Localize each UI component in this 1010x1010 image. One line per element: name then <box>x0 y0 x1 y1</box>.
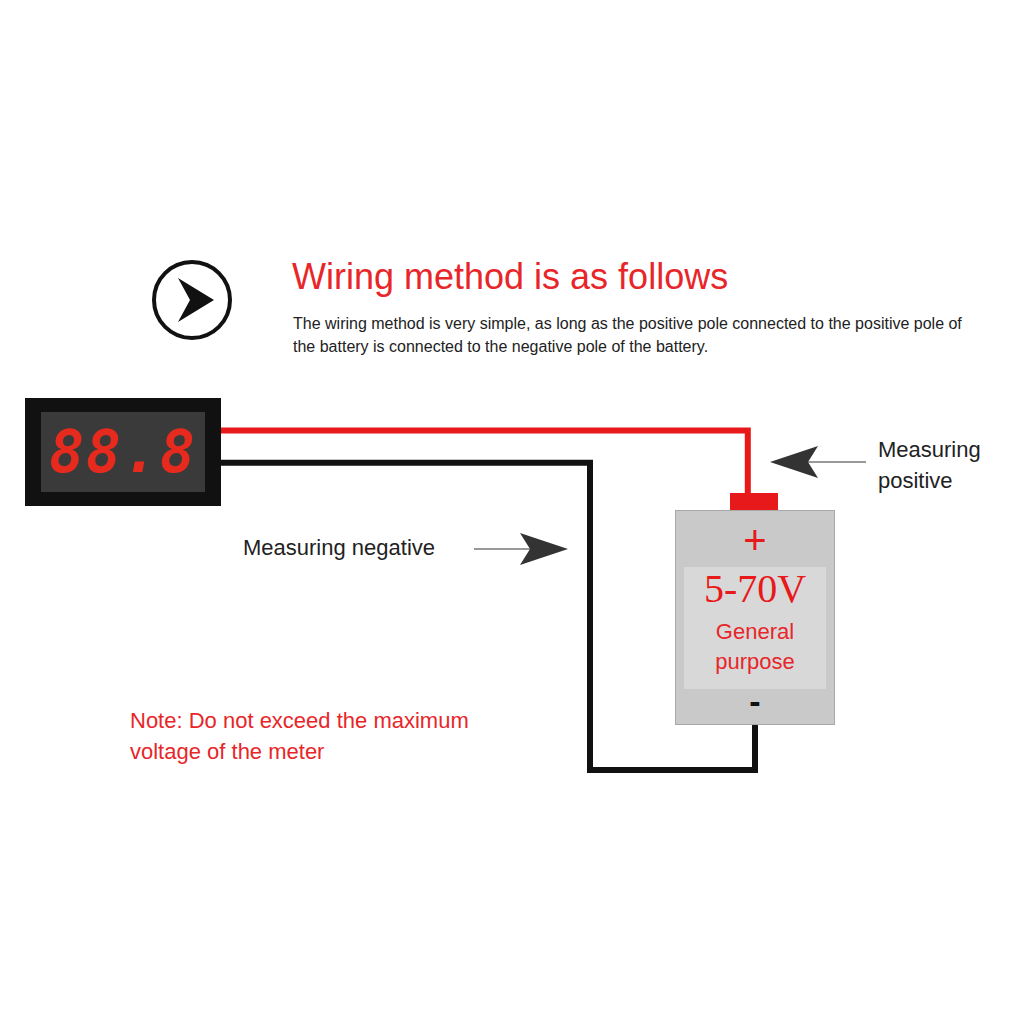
annotation: Measuring positive <box>878 434 1003 496</box>
display-digits: 88.8 <box>49 420 197 484</box>
pointer-arrow <box>474 533 568 565</box>
play-icon <box>154 262 230 338</box>
voltmeter-display: 88.8 <box>25 398 221 506</box>
annotation: Measuring negative <box>243 533 435 563</box>
voltage-range: 5-70V <box>676 567 834 611</box>
battery-caption: General purpose <box>696 617 814 677</box>
polarity-minus: - <box>676 681 834 721</box>
positive-wire <box>221 430 748 510</box>
display-window: 88.8 <box>41 412 205 492</box>
note: Note: Do not exceed the maximum voltage … <box>130 705 530 767</box>
battery-box: +5-70V General purpose- <box>675 510 835 725</box>
description: The wiring method is very simple, as lon… <box>293 312 983 358</box>
pointer-arrow <box>770 446 866 478</box>
polarity-plus: + <box>676 519 834 561</box>
title: Wiring method is as follows <box>292 256 728 298</box>
